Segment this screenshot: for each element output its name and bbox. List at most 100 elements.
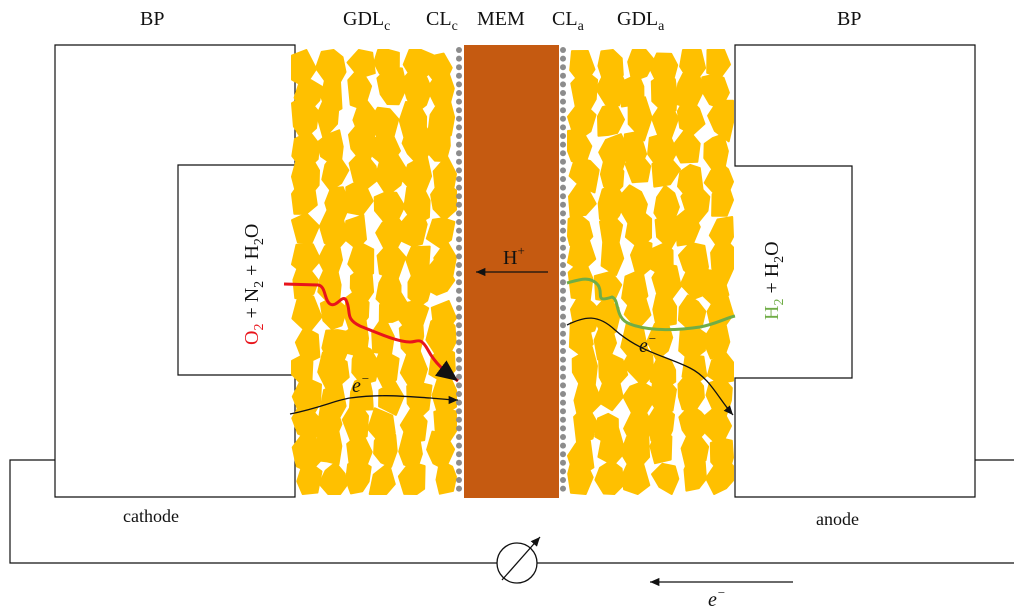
gdl-particle [623, 295, 652, 331]
gdl-particle [426, 430, 456, 471]
catalyst-particle [456, 382, 462, 389]
catalyst-particle [560, 133, 566, 139]
gdl-particle [347, 66, 373, 111]
catalyst-particle [456, 107, 462, 114]
gdl-particle [376, 239, 407, 281]
catalyst-particle [456, 305, 462, 311]
gdl-particle [683, 452, 707, 492]
gdl-c-label: GDLc [343, 8, 390, 34]
catalyst-particle [456, 236, 462, 243]
catalyst-particle [456, 391, 462, 397]
catalyst-particle [560, 322, 566, 329]
catalyst-particle [560, 115, 566, 122]
gdl-particle [651, 462, 680, 495]
catalyst-particle [456, 356, 462, 363]
gdl-particle [291, 49, 318, 88]
catalyst-particle [456, 459, 462, 466]
catalyst-particle [456, 485, 462, 492]
gdl-particle [318, 461, 348, 495]
gdl-particle [707, 99, 734, 143]
catalyst-particle [560, 287, 566, 294]
catalyst-particle [456, 167, 462, 174]
catalyst-particle [456, 408, 462, 415]
gdl-particle [651, 152, 681, 188]
catalyst-particle [560, 262, 566, 268]
catalyst-particle [456, 98, 462, 105]
anode-electron-path [566, 317, 734, 416]
catalyst-particle [456, 253, 462, 260]
catalyst-particle [456, 210, 462, 217]
catalyst-particle [560, 330, 566, 337]
cathode-reactants-label: O2 + N2 + H2O [241, 224, 267, 345]
catalyst-particle [456, 64, 462, 71]
gdl-particle [425, 312, 457, 359]
catalyst-particle [560, 236, 566, 243]
gdl-particle [430, 178, 457, 221]
catalyst-particle [560, 468, 566, 475]
catalyst-particle [456, 451, 462, 458]
gdl-particle [627, 96, 653, 142]
catalyst-particle [456, 279, 462, 286]
gdl-particle [595, 69, 628, 107]
gdl-particle [374, 150, 407, 197]
catalyst-particle [560, 167, 566, 174]
external-electron-label: e− [708, 585, 726, 611]
gdl-particle [600, 240, 625, 276]
catalyst-particle [560, 434, 566, 440]
anode-bipolar-plate [734, 44, 976, 498]
gdl-particle [621, 339, 655, 387]
gdl-particle [649, 427, 673, 465]
gdl-particle [676, 94, 706, 136]
gdl-particle [292, 266, 320, 300]
catalyst-particle [560, 98, 566, 105]
catalyst-particle [456, 47, 462, 53]
gdl-particle [597, 102, 625, 137]
catalyst-particle [560, 416, 566, 423]
catalyst-particle [560, 244, 566, 251]
gdl-particle [423, 259, 456, 296]
gdl-particle [597, 427, 626, 466]
cl-a-label: CLa [552, 8, 585, 34]
catalyst-particle [456, 425, 462, 432]
gdl-particle [376, 66, 408, 106]
catalyst-particle [456, 219, 462, 225]
catalyst-particle [456, 365, 462, 372]
catalyst-particle [456, 348, 462, 354]
gdl-particle [701, 73, 730, 110]
catalyst-particle [560, 193, 566, 200]
catalyst-particle [456, 262, 462, 268]
catalyst-particle [560, 391, 566, 397]
bp-left-label: BP [140, 8, 164, 30]
catalyst-particle [560, 81, 566, 88]
gdl-particle [671, 126, 701, 164]
anode-electron-label: e− [639, 331, 657, 357]
catalyst-particle [560, 477, 566, 483]
catalyst-particle [456, 201, 462, 208]
catalyst-particle [456, 81, 462, 88]
gdl-particle [368, 461, 396, 495]
catalyst-particle [560, 296, 566, 303]
gdl-particle [677, 294, 707, 331]
gdl-particle [313, 426, 343, 466]
catalyst-particle [560, 339, 566, 346]
catalyst-particle [560, 219, 566, 225]
gdl-particle [567, 238, 597, 273]
gdl-particle [399, 205, 428, 248]
bp-right-label: BP [837, 8, 861, 30]
gdl-particle [426, 70, 455, 106]
gdl-particle [399, 348, 428, 388]
gdl-particle [317, 264, 342, 303]
gdl-particle [435, 459, 457, 495]
anode-catalyst-layer [560, 47, 566, 492]
cathode-reactant-path [283, 282, 459, 383]
catalyst-particle [560, 184, 566, 191]
external-circuit-wire [9, 459, 1014, 564]
catalyst-particle [456, 184, 462, 191]
catalyst-particle [560, 227, 566, 234]
catalyst-particle [456, 330, 462, 337]
catalyst-particle [560, 451, 566, 458]
proton-label: H+ [503, 243, 525, 269]
gdl-particle [624, 151, 652, 184]
gdl-particle [571, 346, 598, 389]
gdl-particle [711, 177, 734, 217]
